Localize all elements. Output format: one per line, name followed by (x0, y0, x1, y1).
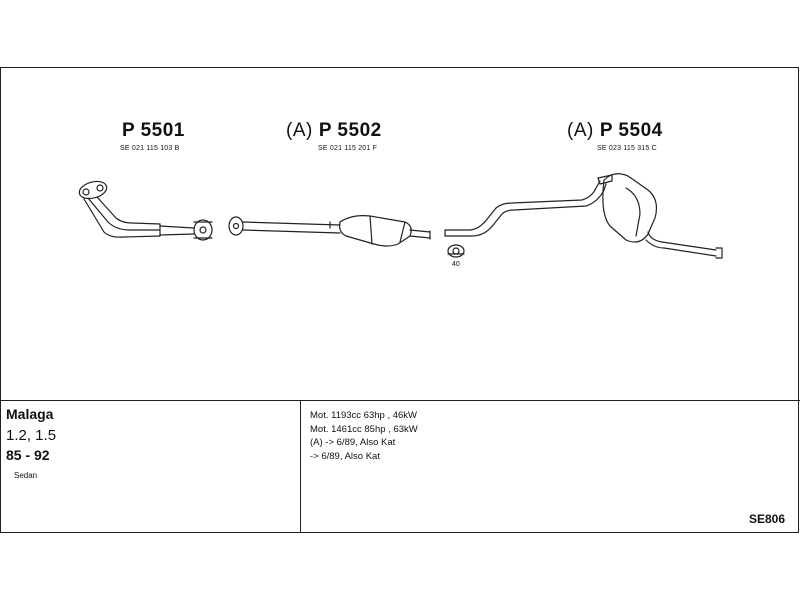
vehicle-engines: 1.2, 1.5 (6, 427, 57, 444)
front-pipe-drawing (78, 180, 213, 241)
part-code-rear-silencer: P 5504 (599, 120, 663, 141)
clamp-drawing (447, 244, 465, 258)
rear-silencer-drawing (444, 173, 723, 259)
part-label-front-pipe: P 5501 (122, 120, 185, 142)
part-code-front-pipe: P 5501 (122, 120, 185, 141)
diagram-reference: SE806 (749, 512, 786, 526)
note-line: -> 6/89, Also Kat (310, 450, 380, 462)
part-prefix-rear-silencer: (A) (567, 120, 594, 141)
part-code-middle-silencer: P 5502 (318, 120, 382, 141)
diagram-frame (0, 67, 799, 533)
part-label-rear-silencer: (A)P 5504 (567, 120, 663, 142)
vehicle-model: Malaga (6, 406, 54, 422)
middle-silencer-drawing (228, 215, 431, 247)
note-line: Mot. 1193cc 63hp , 46kW (310, 410, 418, 421)
divider-vertical (300, 400, 301, 533)
part-oe-front-pipe: SE 021 115 103 B (120, 145, 180, 152)
part-label-middle-silencer: (A)P 5502 (286, 120, 382, 142)
vehicle-body: Sedan (14, 471, 38, 480)
part-oe-rear-silencer: SE 023 115 315 C (597, 145, 657, 152)
part-prefix-middle-silencer: (A) (286, 120, 313, 141)
note-line: (A) -> 6/89, Also Kat (310, 437, 396, 448)
vehicle-years: 85 - 92 (6, 447, 50, 463)
part-oe-middle-silencer: SE 021 115 201 F (318, 145, 378, 152)
clamp-label: 40 (452, 261, 460, 268)
note-line: Mot. 1461cc 85hp , 63kW (310, 423, 418, 435)
notes-list: Mot. 1193cc 63hp , 46kW Mot. 1461cc 85hp… (310, 409, 418, 463)
divider-horizontal (0, 400, 800, 401)
